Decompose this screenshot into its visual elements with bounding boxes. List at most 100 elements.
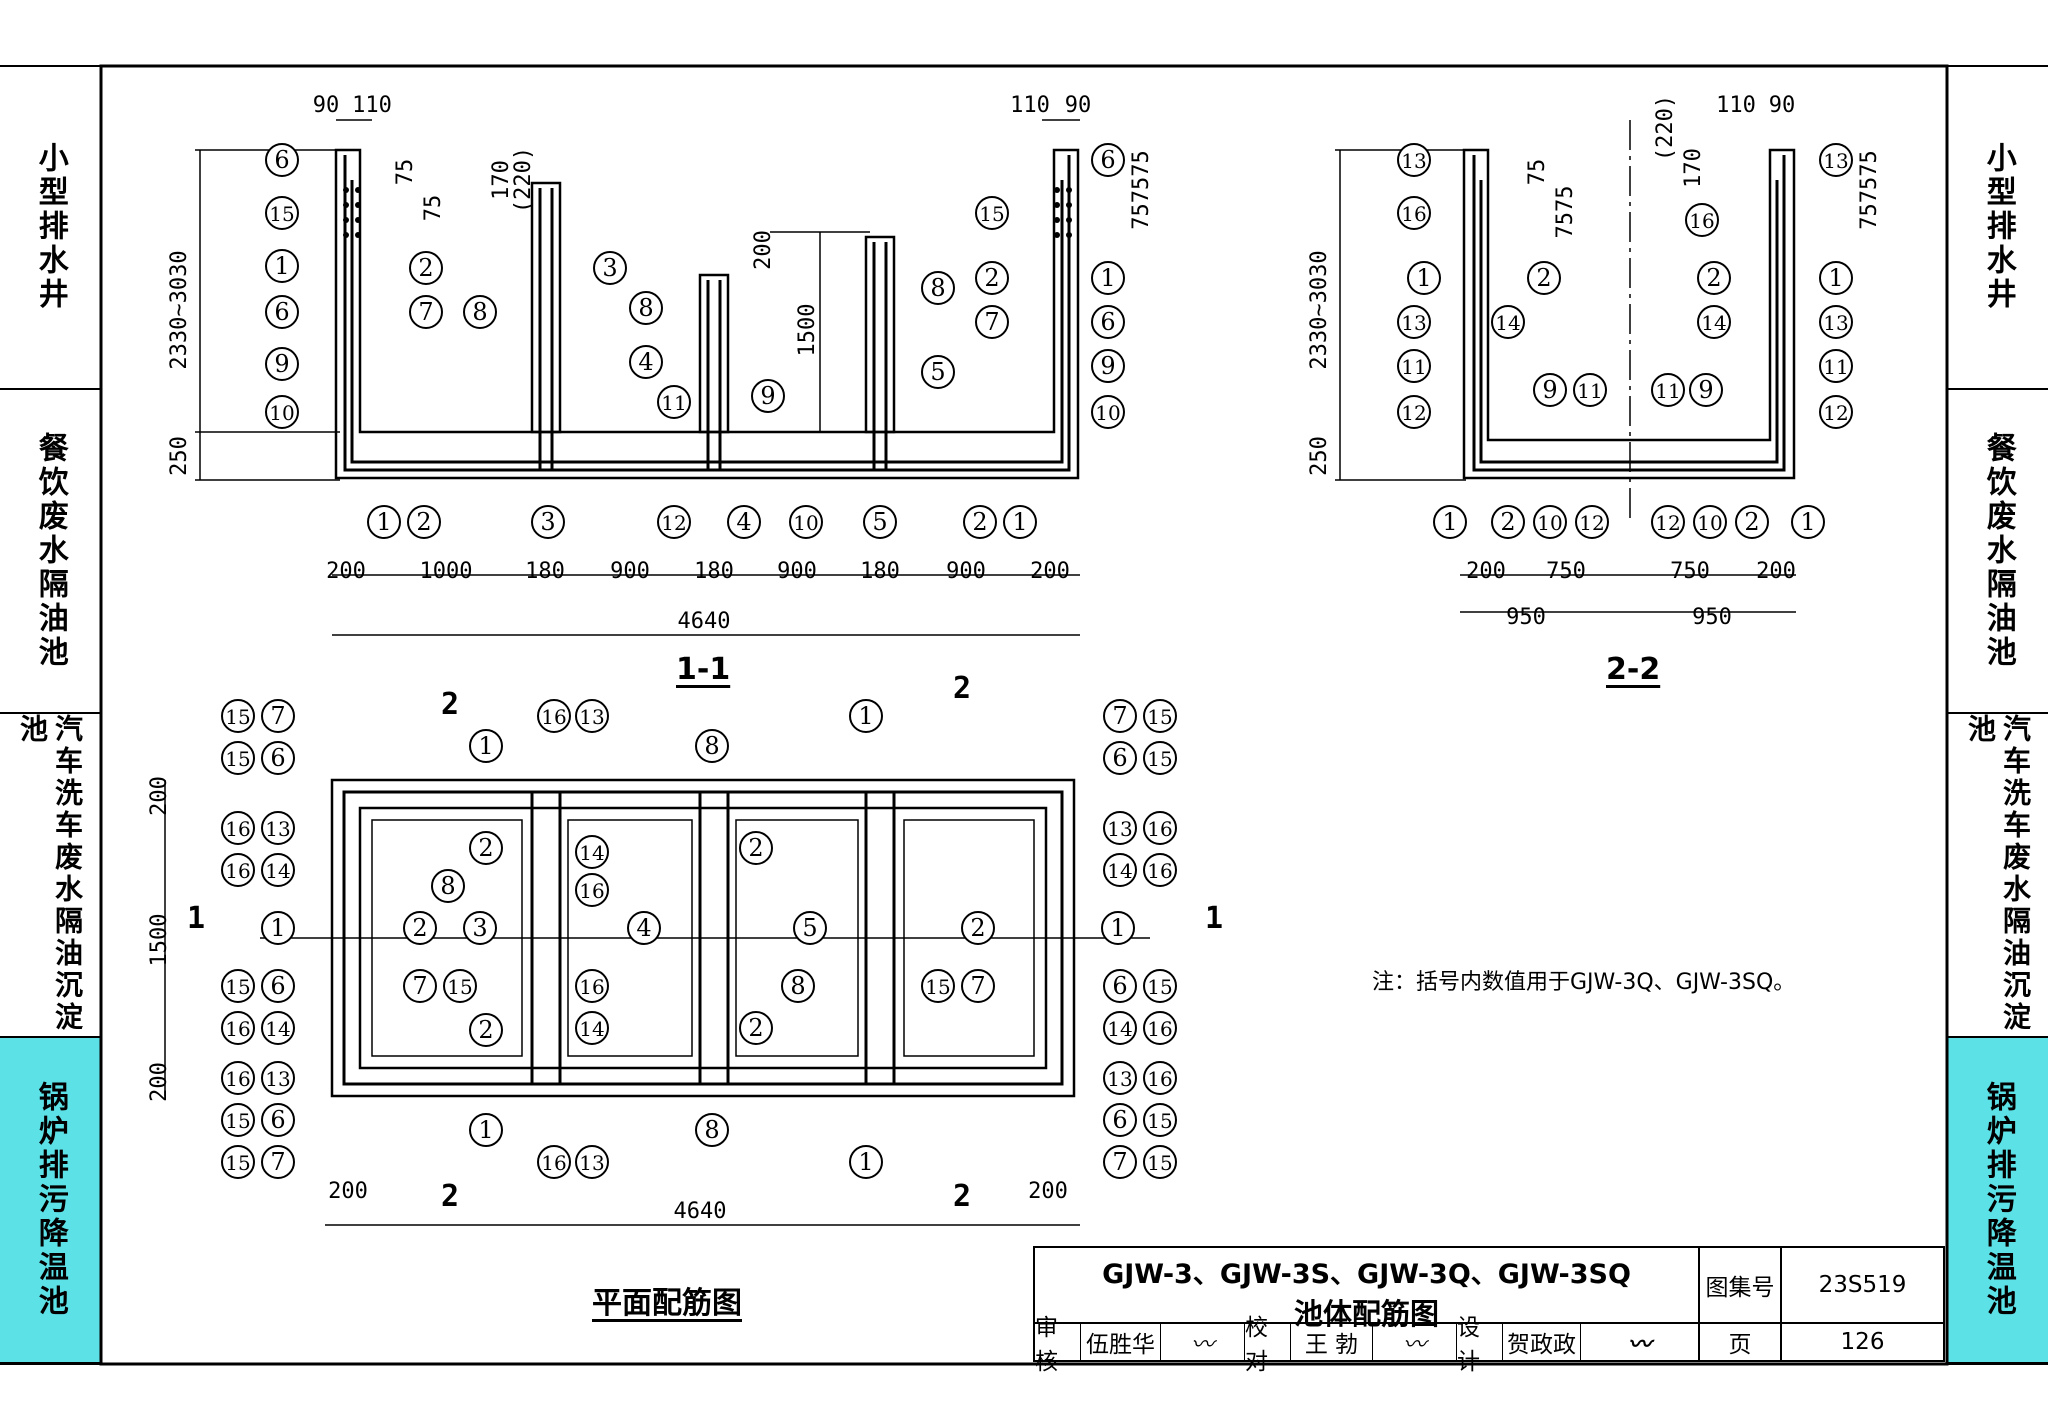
- dim-section2-half: 950: [1506, 605, 1546, 630]
- dim-spacing: 757575: [1129, 150, 1154, 229]
- rebar-mark-6: 6: [1103, 1103, 1137, 1137]
- svg-text:2: 2: [1536, 264, 1551, 292]
- rebar-mark-7: 7: [961, 969, 995, 1003]
- svg-text:1: 1: [1100, 264, 1115, 292]
- rebar-mark-1: 1: [261, 911, 295, 945]
- rebar-mark-6: 6: [1103, 969, 1137, 1003]
- sidebar-tab-small-drain-well[interactable]: 小型排水井: [1948, 66, 2048, 390]
- dim-height: 2330~3030: [1307, 250, 1332, 369]
- dim-spacing: 75: [1525, 159, 1550, 186]
- svg-text:11: 11: [1655, 379, 1680, 403]
- svg-text:4: 4: [736, 508, 751, 536]
- rebar-mark-15: 15: [921, 969, 955, 1003]
- rebar-mark-16: 16: [537, 699, 571, 733]
- svg-text:16: 16: [225, 1017, 250, 1041]
- svg-text:14: 14: [1107, 859, 1132, 883]
- svg-text:16: 16: [1147, 859, 1172, 883]
- svg-text:6: 6: [274, 146, 289, 174]
- svg-text:15: 15: [225, 975, 250, 999]
- sidebar-tab-small-drain-well[interactable]: 小型排水井: [0, 66, 100, 390]
- rebar-mark-1: 1: [1003, 505, 1037, 539]
- svg-text:5: 5: [930, 358, 945, 386]
- designer-name: 贺政政: [1503, 1324, 1581, 1360]
- rebar-mark-16: 16: [221, 853, 255, 887]
- sidebar-tab-label: 餐饮废水隔油池: [32, 432, 68, 670]
- dim-section2-span: 750: [1546, 559, 1586, 584]
- rebar-mark-2: 2: [1491, 505, 1525, 539]
- sidebar-tab-label: 锅炉排污降温池: [32, 1081, 68, 1319]
- rebar-mark-16: 16: [537, 1145, 571, 1179]
- svg-text:16: 16: [541, 1151, 566, 1175]
- rebar-mark-1: 1: [469, 729, 503, 763]
- svg-text:15: 15: [225, 705, 250, 729]
- dim-total-length: 4640: [674, 1199, 727, 1224]
- rebar-mark-15: 15: [1143, 1145, 1177, 1179]
- svg-text:6: 6: [1112, 744, 1127, 772]
- sidebar-tab-catering-grease-trap[interactable]: 餐饮废水隔油池: [0, 390, 100, 714]
- dim-plan-edge: 200: [147, 1062, 172, 1102]
- rebar-mark-13: 13: [261, 1061, 295, 1095]
- svg-text:2: 2: [984, 264, 999, 292]
- svg-text:16: 16: [1689, 209, 1714, 233]
- reviewer-name: 伍胜华: [1081, 1324, 1161, 1360]
- rebar-mark-10: 10: [265, 395, 299, 429]
- sidebar-tab-catering-grease-trap[interactable]: 餐饮废水隔油池: [1948, 390, 2048, 714]
- rebar-mark-16: 16: [1397, 196, 1431, 230]
- svg-text:11: 11: [1577, 379, 1602, 403]
- dim-top-right-a: 110: [1716, 93, 1756, 118]
- svg-text:16: 16: [225, 1067, 250, 1091]
- svg-text:1: 1: [1012, 508, 1027, 536]
- svg-text:16: 16: [1147, 817, 1172, 841]
- sidebar-tab-label: 汽车洗车废水隔油沉淀池: [1964, 714, 2032, 1034]
- sidebar-tab-label: 汽车洗车废水隔油沉淀池: [16, 714, 84, 1034]
- rebar-mark-15: 15: [975, 196, 1009, 230]
- rebar-mark-15: 15: [1143, 741, 1177, 775]
- sidebar-tab-carwash-settling-tank[interactable]: 汽车洗车废水隔油沉淀池: [0, 714, 100, 1038]
- svg-text:11: 11: [1823, 355, 1848, 379]
- svg-text:2: 2: [748, 1014, 763, 1042]
- svg-text:14: 14: [265, 859, 290, 883]
- svg-text:14: 14: [579, 1017, 604, 1041]
- svg-text:7: 7: [984, 308, 999, 336]
- svg-text:12: 12: [1401, 401, 1426, 425]
- dim-spacing: 7575: [1553, 186, 1578, 239]
- rebar-mark-1: 1: [1433, 505, 1467, 539]
- dim-section1-span: 900: [946, 559, 986, 584]
- svg-text:11: 11: [1401, 355, 1426, 379]
- svg-text:2: 2: [1500, 508, 1515, 536]
- sidebar-tab-boiler-cooling-tank[interactable]: 锅炉排污降温池: [0, 1038, 100, 1364]
- svg-text:12: 12: [1823, 401, 1848, 425]
- rebar-mark-10: 10: [1533, 505, 1567, 539]
- title-block: GJW-3、GJW-3S、GJW-3Q、GJW-3SQ 池体配筋图 图集号 23…: [1033, 1246, 1945, 1375]
- dim-plan-edge: 200: [1028, 1179, 1068, 1204]
- dim-section1-span: 200: [326, 559, 366, 584]
- rebar-mark-8: 8: [629, 291, 663, 325]
- svg-text:11: 11: [661, 391, 686, 415]
- svg-text:13: 13: [265, 817, 290, 841]
- svg-text:1: 1: [1800, 508, 1815, 536]
- dim-base: 250: [167, 436, 192, 476]
- svg-text:15: 15: [979, 202, 1004, 226]
- svg-text:9: 9: [1542, 376, 1557, 404]
- sidebar-tab-carwash-settling-tank[interactable]: 汽车洗车废水隔油沉淀池: [1948, 714, 2048, 1038]
- dim-section1-span: 1000: [420, 559, 473, 584]
- rebar-mark-12: 12: [1651, 505, 1685, 539]
- svg-text:10: 10: [1537, 511, 1562, 535]
- svg-text:12: 12: [661, 511, 686, 535]
- section-2-2: [1335, 120, 1796, 613]
- rebar-mark-9: 9: [1689, 373, 1723, 407]
- rebar-mark-15: 15: [221, 1103, 255, 1137]
- svg-text:3: 3: [602, 254, 617, 282]
- svg-text:8: 8: [704, 732, 719, 760]
- sidebar-tab-boiler-cooling-tank[interactable]: 锅炉排污降温池: [1948, 1038, 2048, 1364]
- dim-section1-span: 200: [1030, 559, 1070, 584]
- svg-text:14: 14: [1107, 1017, 1132, 1041]
- rebar-mark-9: 9: [751, 379, 785, 413]
- svg-text:2: 2: [1706, 264, 1721, 292]
- rebar-mark-2: 2: [739, 831, 773, 865]
- rebar-mark-2: 2: [963, 505, 997, 539]
- rebar-mark-13: 13: [1103, 1061, 1137, 1095]
- svg-text:5: 5: [802, 914, 817, 942]
